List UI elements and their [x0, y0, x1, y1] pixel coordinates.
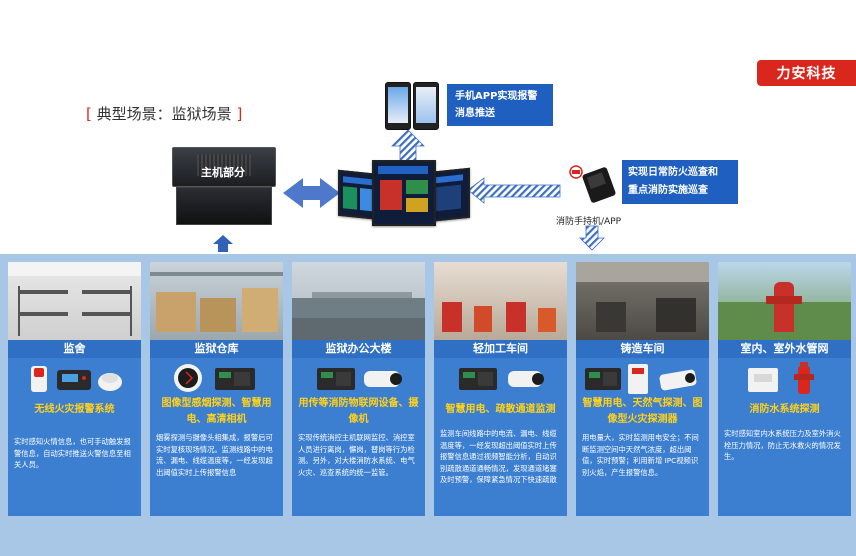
scene-card-warehouse: 监狱仓库 图像型感烟探测、智慧用电、高清相机 烟雾探测与摄像头相集成，报警后可实… [150, 262, 283, 516]
image-smoke-detector-icon [174, 364, 202, 392]
sound-light-alarm-icon [31, 366, 47, 392]
scene-label-casting-workshop: 铸造车间 [576, 340, 709, 358]
scene-card-water-network: 室内、室外水管网 消防水系统探测 实时感知室内水系统压力及室外消火栓压力情况，防… [718, 262, 851, 516]
warehouse-photo [150, 262, 283, 340]
patrol-box: 实现日常防火巡查和 重点消防实施巡查 [622, 160, 738, 204]
scene-title-text: 典型场景：监狱场景 [96, 105, 232, 123]
scene-label-dormitory: 监舍 [8, 340, 141, 358]
title-bracket-close: ] [236, 105, 243, 123]
wireless-terminal-icon [57, 370, 91, 390]
card-description: 实时感知火情信息，也可手动触发报警信息，自动实时推送火警信息至相关人员。 [14, 437, 131, 469]
flame-camera-icon [659, 369, 697, 391]
card-description: 实现传统消控主机联网监控、消控室人员进行离岗，懈岗，替岗等行为检测。另外，对大楼… [298, 433, 415, 477]
scene-card-light-workshop: 轻加工车间 智慧用电、疏散通道监测 监测车间线路中的电流、漏电、线缆温度等，一经… [434, 262, 567, 516]
monitoring-screens [338, 158, 470, 228]
app-alarm-line1: 手机APP实现报警 [455, 91, 538, 102]
water-network-photo [718, 262, 851, 340]
card-body: 智慧用电、疏散通道监测 监测车间线路中的电流、漏电、线缆温度等，一经发现超出阈值… [434, 358, 567, 516]
scene-card-office-building: 监狱办公大楼 用传等消防物联网设备、摄像机 实现传统消控主机联网监控、消控室人员… [292, 262, 425, 516]
card-description: 用电量大，实时监测用电安全；不间断监测空间中天然气浓度，超出阈值，实时预警；利用… [582, 433, 699, 477]
card-body: 图像型感烟探测、智慧用电、高清相机 烟雾探测与摄像头相集成，报警后可实时复核现场… [150, 358, 283, 516]
dormitory-photo [8, 262, 141, 340]
page-title: [ 典型场景：监狱场景 ] [86, 103, 242, 124]
camera-icon [364, 371, 402, 387]
title-bracket-open: [ [86, 105, 92, 123]
electrical-monitor-icon [585, 368, 621, 390]
light-workshop-photo [434, 262, 567, 340]
scene-card-dormitory: 监舍 无线火灾报警系统 实时感知火情信息，也可手动触发报警信息，自动实时推送火警… [8, 262, 141, 516]
card-heading: 智慧用电、天然气探测、图像型火灾探测器 [582, 398, 703, 425]
card-description: 监测车间线路中的电流、漏电、线缆温度等，一经发现超出阈值实时上传报警信息通过视频… [440, 429, 557, 484]
patrol-line1: 实现日常防火巡查和 [628, 167, 718, 178]
scene-card-casting-workshop: 铸造车间 智慧用电、天然气探测、图像型火灾探测器 用电量大，实时监测用电安全；不… [576, 262, 709, 516]
card-body: 智慧用电、天然气探测、图像型火灾探测器 用电量大，实时监测用电安全；不间断监测空… [576, 358, 709, 516]
mobile-phones [385, 80, 439, 130]
app-alarm-box: 手机APP实现报警 消息推送 [447, 84, 553, 126]
scene-label-water-network: 室内、室外水管网 [718, 340, 851, 358]
double-arrow-icon [283, 178, 340, 208]
hatched-down-arrow-icon [579, 225, 605, 251]
card-heading: 用传等消防物联网设备、摄像机 [298, 398, 419, 425]
transmission-device-icon [317, 368, 355, 390]
office-building-photo [292, 262, 425, 340]
card-body: 消防水系统探测 实时感知室内水系统压力及室外消火栓压力情况，防止无水救火的情况发… [718, 358, 851, 516]
hatched-left-arrow-icon [467, 177, 561, 204]
card-description: 烟雾探测与摄像头相集成，报警后可实时复核现场情况。监测线路中的电流、漏电、线缆温… [156, 433, 273, 477]
host-label: 主机部分 [201, 166, 245, 179]
gas-detector-icon [628, 364, 648, 394]
electrical-monitor-icon [459, 368, 497, 390]
scene-label-light-workshop: 轻加工车间 [434, 340, 567, 358]
card-heading: 智慧用电、疏散通道监测 [445, 404, 556, 415]
host-server: 主机部分 [172, 147, 276, 225]
scene-panel [0, 254, 856, 556]
card-body: 无线火灾报警系统 实时感知火情信息，也可手动触发报警信息，自动实时推送火警信息至… [8, 358, 141, 516]
pressure-sensor-icon [748, 368, 778, 392]
card-heading: 无线火灾报警系统 [34, 404, 115, 415]
up-arrow-icon [213, 235, 233, 252]
camera-icon [508, 371, 544, 387]
card-body: 用传等消防物联网设备、摄像机 实现传统消控主机联网监控、消控室人员进行离岗，懈岗… [292, 358, 425, 516]
handheld-terminal-icon [569, 165, 616, 203]
card-description: 实时感知室内水系统压力及室外消火栓压力情况，防止无水救火的情况发生。 [724, 429, 841, 461]
scene-label-office-building: 监狱办公大楼 [292, 340, 425, 358]
brand-logo: 力安科技 [757, 60, 856, 86]
app-alarm-line2: 消息推送 [455, 108, 495, 119]
patrol-line2: 重点消防实施巡查 [628, 185, 708, 196]
electrical-monitor-icon [215, 368, 255, 390]
scene-label-warehouse: 监狱仓库 [150, 340, 283, 358]
fire-hydrant-icon [794, 362, 814, 394]
card-heading: 图像型感烟探测、智慧用电、高清相机 [161, 398, 272, 425]
handheld-label: 消防手持机/APP [556, 217, 622, 227]
card-heading: 消防水系统探测 [749, 404, 820, 415]
smoke-detector-icon [98, 373, 122, 391]
casting-workshop-photo [576, 262, 709, 340]
